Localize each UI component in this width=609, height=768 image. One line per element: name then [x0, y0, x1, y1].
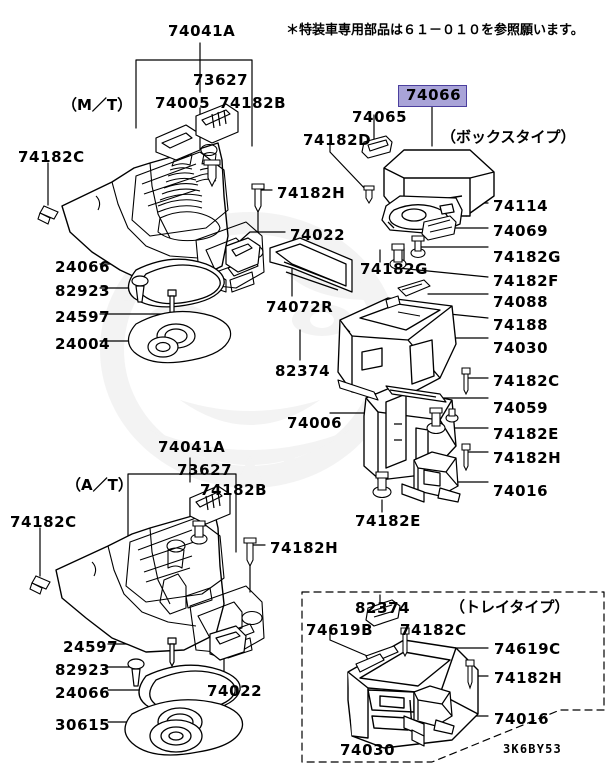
part-number-callout[interactable]: 82923	[55, 661, 111, 679]
part-number-callout[interactable]: 74114	[493, 197, 549, 215]
part-number-callout[interactable]: 74030	[340, 741, 396, 759]
footnote-text: ＊特装車専用部品は６１－０１０を参照願います。	[286, 23, 584, 38]
part-number-callout[interactable]: 24066	[55, 684, 111, 702]
part-number-callout[interactable]: 74182B	[219, 94, 287, 112]
part-number-callout[interactable]: 74182G	[360, 260, 429, 278]
part-number-callout[interactable]: 24597	[63, 638, 119, 656]
highlighted-part-74066[interactable]: 74066	[398, 85, 467, 107]
variant-label-at: （A／T）	[66, 476, 133, 494]
part-number-callout[interactable]: 74182G	[493, 248, 562, 266]
part-number-callout[interactable]: 74016	[494, 710, 550, 728]
part-number-callout[interactable]: 74182B	[200, 481, 268, 499]
part-number-callout[interactable]: 74182C	[18, 148, 85, 166]
part-number-callout[interactable]: 74022	[290, 226, 346, 244]
part-number-callout[interactable]: 74182D	[303, 131, 372, 149]
part-number-callout[interactable]: 74041A	[158, 438, 226, 456]
part-number-callout[interactable]: 30615	[55, 716, 111, 734]
part-number-callout[interactable]: 74619C	[494, 640, 561, 658]
part-number-callout[interactable]: 24597	[55, 308, 111, 326]
part-number-callout[interactable]: 24066	[55, 258, 111, 276]
part-number-callout[interactable]: 82374	[275, 362, 331, 380]
part-number-callout[interactable]: 74069	[493, 222, 549, 240]
part-number-callout[interactable]: 74041A	[168, 22, 236, 40]
part-number-callout[interactable]: 73627	[177, 461, 233, 479]
part-number-callout[interactable]: 74182F	[493, 272, 560, 290]
part-number-callout[interactable]: 74006	[287, 414, 343, 432]
part-number-callout[interactable]: 74182E	[493, 425, 560, 443]
part-number-callout[interactable]: 74005	[155, 94, 211, 112]
variant-label-box-type: （ボックスタイプ）	[441, 128, 576, 146]
part-number-callout[interactable]: 82923	[55, 282, 111, 300]
part-number-callout[interactable]: 74188	[493, 316, 549, 334]
part-number-callout[interactable]: 74182H	[270, 539, 339, 557]
part-number-callout[interactable]: 74016	[493, 482, 549, 500]
part-number-callout[interactable]: 82374	[355, 599, 411, 617]
part-number-callout[interactable]: 74182H	[493, 449, 562, 467]
part-number-callout[interactable]: 74030	[493, 339, 549, 357]
highlighted-part-label: 74066	[406, 86, 462, 104]
part-number-callout[interactable]: 74182H	[494, 669, 563, 687]
part-number-callout[interactable]: 73627	[193, 71, 249, 89]
variant-label-tray-type: （トレイタイプ）	[450, 598, 570, 616]
part-number-callout[interactable]: 74059	[493, 399, 549, 417]
part-number-callout[interactable]: 74619B	[306, 621, 374, 639]
part-number-callout[interactable]: 74182E	[355, 512, 422, 530]
drawing-number: 3K6BY53	[503, 742, 562, 756]
variant-label-mt: （M／T）	[62, 96, 133, 114]
part-number-callout[interactable]: 74182H	[277, 184, 346, 202]
part-number-callout[interactable]: 74072R	[266, 298, 334, 316]
part-number-callout[interactable]: 74182C	[10, 513, 77, 531]
part-number-callout[interactable]: 74022	[207, 682, 263, 700]
part-number-callout[interactable]: 74065	[352, 108, 408, 126]
part-number-callout[interactable]: 24004	[55, 335, 111, 353]
part-number-callout[interactable]: 74182C	[493, 372, 560, 390]
part-number-callout[interactable]: 74088	[493, 293, 549, 311]
part-number-callout[interactable]: 74182C	[400, 621, 467, 639]
